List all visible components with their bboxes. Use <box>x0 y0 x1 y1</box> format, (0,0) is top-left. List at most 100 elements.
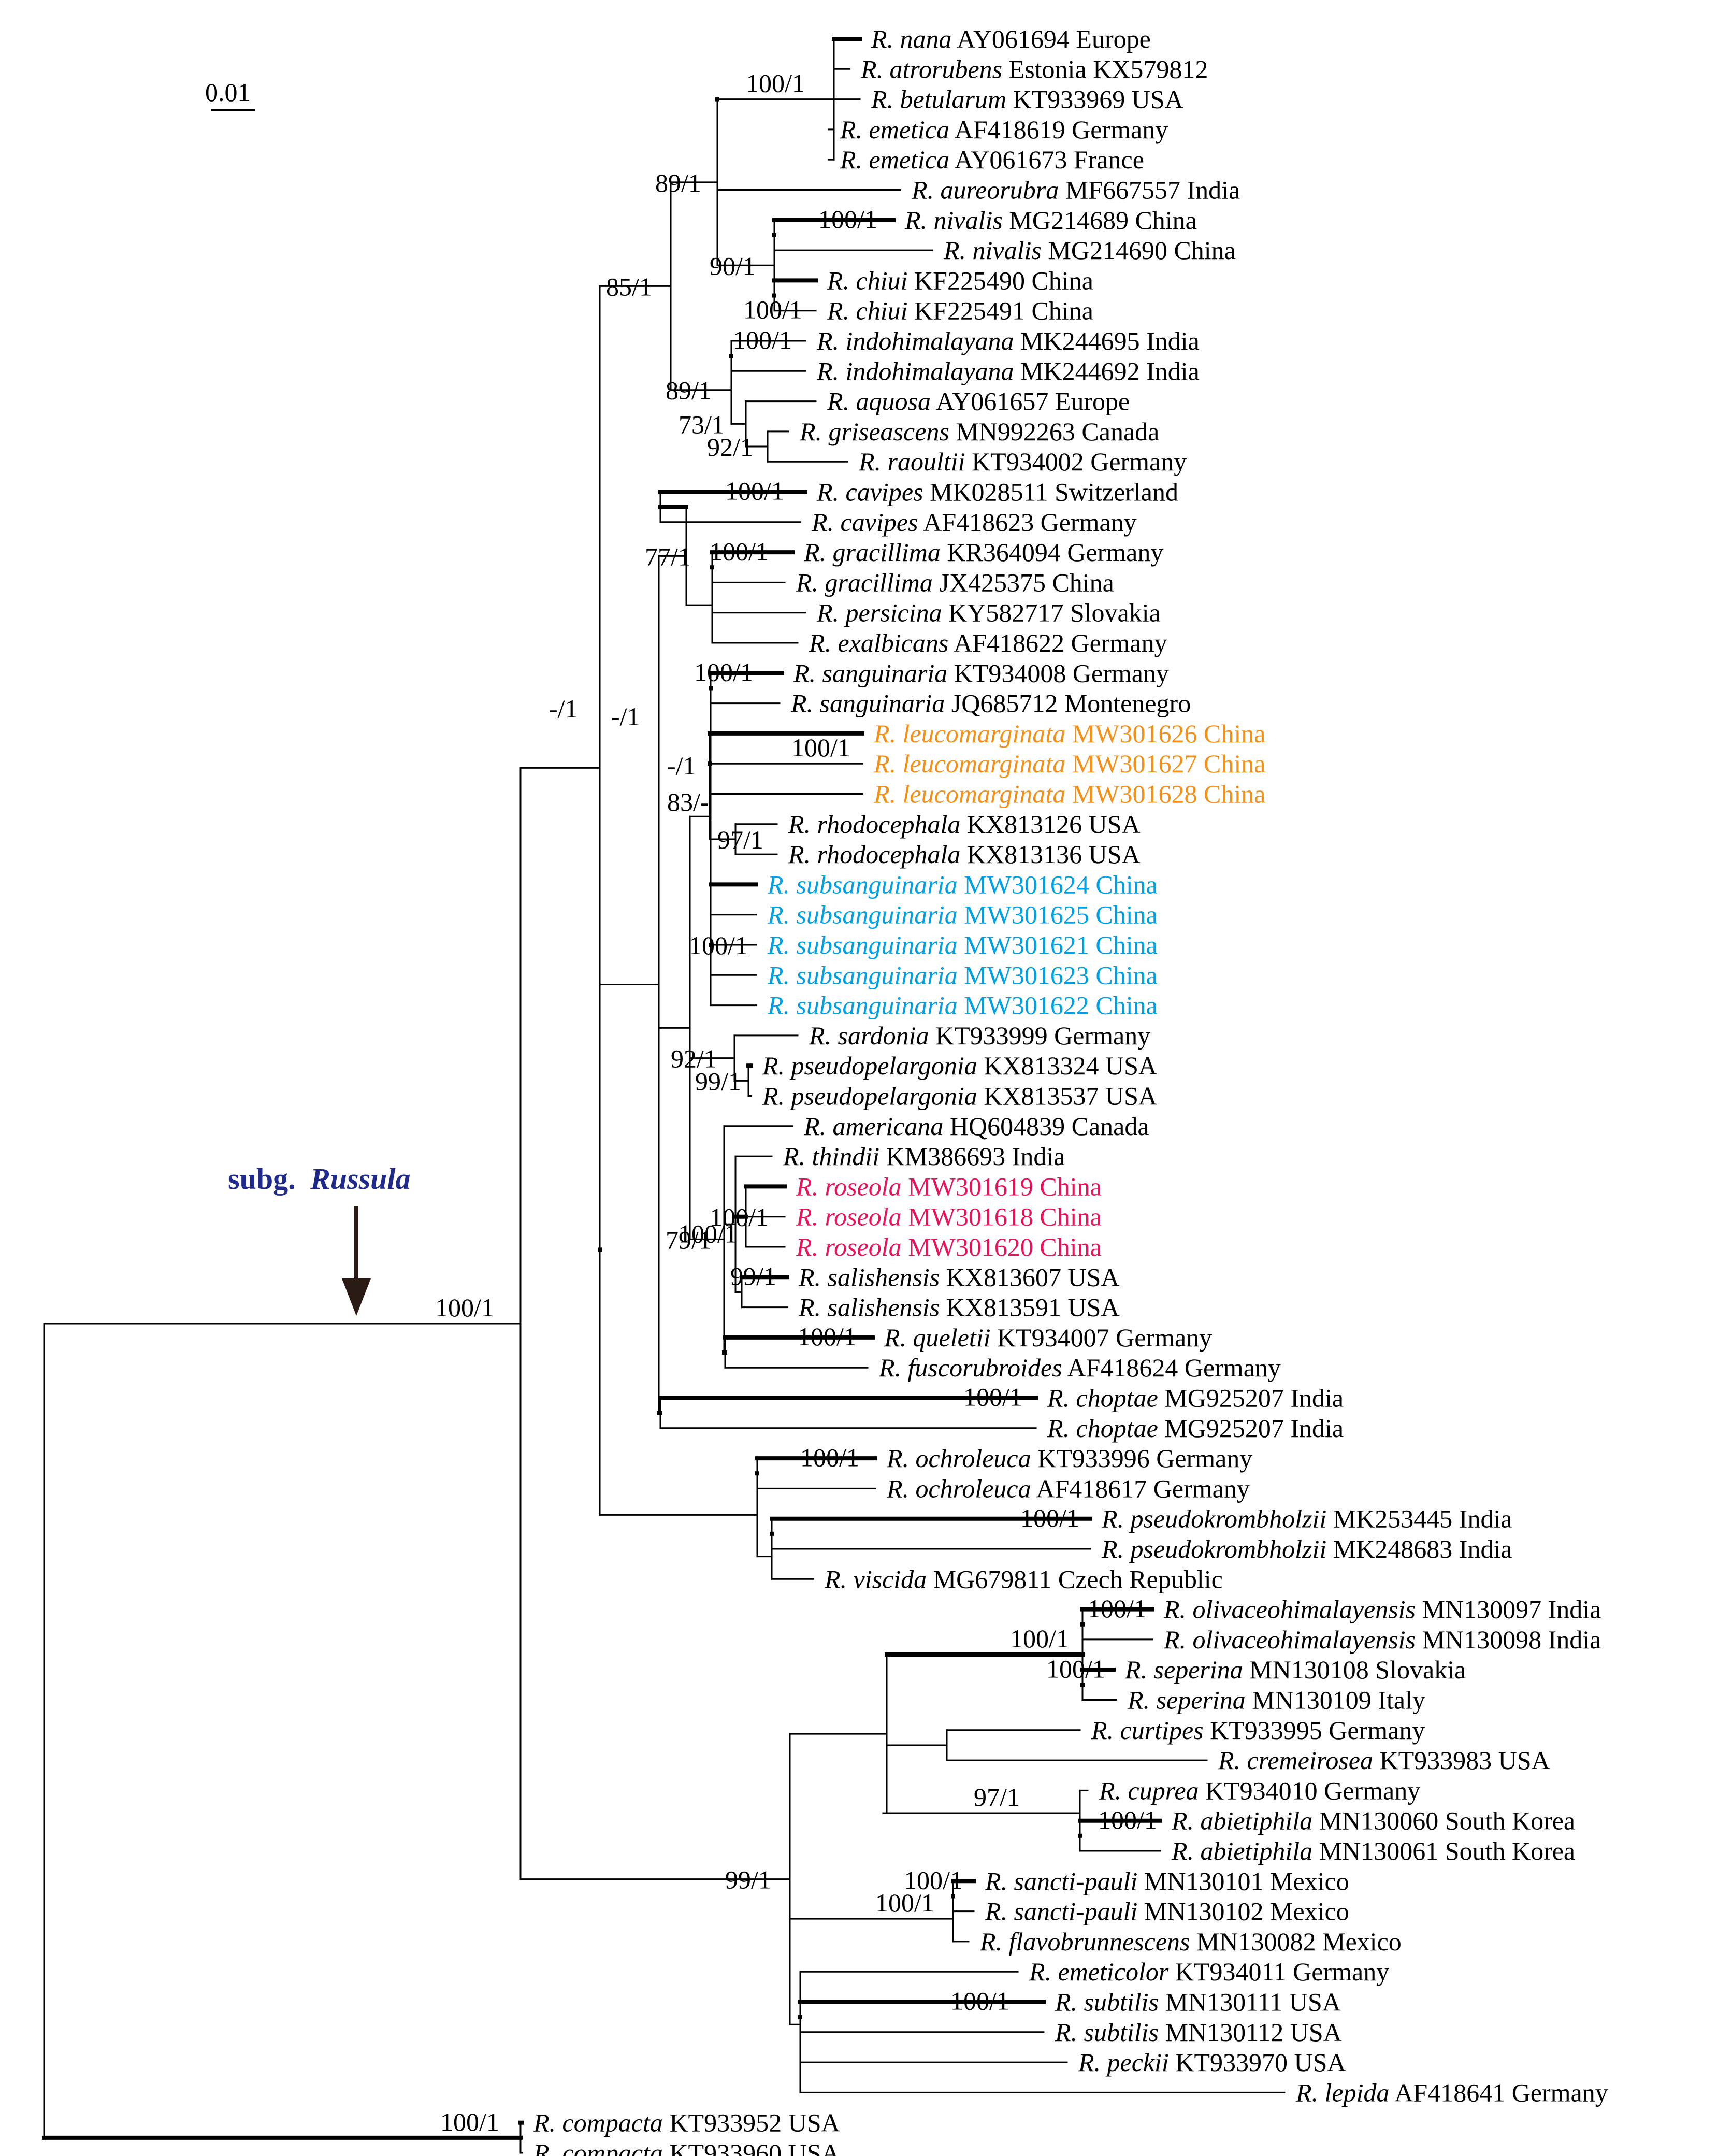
tip-genus: R. flavobrunnescens <box>979 1927 1190 1956</box>
tip-accession: AY061657 Europe <box>931 387 1130 416</box>
tip-genus: R. sancti-pauli <box>985 1866 1137 1895</box>
tip-accession: MN130102 Mexico <box>1137 1897 1349 1926</box>
tip-genus: R. pseudopelargonia <box>762 1082 977 1111</box>
tip-label: R. roseola MW301620 China <box>796 1232 1102 1261</box>
tip-genus: R. indohimalayana <box>816 356 1014 385</box>
tip-label: R. cavipes AF418623 Germany <box>811 508 1137 537</box>
tip-label: R. chiui KF225491 China <box>827 296 1093 325</box>
tip-label: R. gracillima KR364094 Germany <box>803 538 1163 567</box>
tip-accession: KX813607 USA <box>940 1262 1119 1291</box>
tip-genus: R. griseascens <box>799 417 949 446</box>
support-value: 100/1 <box>710 1203 769 1232</box>
tip-label: R. salishensis KX813607 USA <box>798 1262 1120 1291</box>
tip-genus: R. thindii <box>783 1142 879 1171</box>
tip-genus: R. cavipes <box>811 508 918 537</box>
tip-accession: MG214689 China <box>1003 206 1197 235</box>
tip-label: R. atrorubens Estonia KX579812 <box>860 54 1208 83</box>
tip-accession: MF667557 India <box>1059 176 1240 205</box>
tip-genus: R. subtilis <box>1055 1988 1159 2017</box>
tip-label: R. seperina MN130108 Slovakia <box>1124 1655 1466 1684</box>
tip-label: R. indohimalayana MK244695 India <box>816 326 1200 355</box>
tip-genus: R. roseola <box>796 1172 902 1201</box>
support-value: -/1 <box>549 694 578 723</box>
tip-genus: R. abietiphila <box>1171 1806 1312 1835</box>
tip-genus: R. emetica <box>840 115 949 144</box>
tip-accession: MN992263 Canada <box>949 417 1160 446</box>
tip-accession: MN130101 Mexico <box>1137 1866 1349 1895</box>
tip-accession: KT933960 USA <box>663 2138 840 2156</box>
tip-accession: MK253445 India <box>1326 1504 1512 1533</box>
tip-label: R. leucomarginata MW301627 China <box>873 749 1265 778</box>
tip-genus: R. cremeirosea <box>1218 1746 1373 1775</box>
tip-accession: JX425375 China <box>933 568 1114 597</box>
tip-label: R. cremeirosea KT933983 USA <box>1218 1746 1550 1775</box>
tip-label: R. pseudokrombholzii MK253445 India <box>1101 1504 1512 1533</box>
tip-accession: KX813324 USA <box>977 1051 1157 1080</box>
tip-label: R. sanguinaria JQ685712 Montenegro <box>790 689 1191 718</box>
tip-accession: AF418619 Germany <box>949 115 1168 144</box>
tip-accession: MN130082 Mexico <box>1190 1927 1401 1956</box>
tip-genus: R. betularum <box>871 85 1006 114</box>
tip-accession: KM386693 India <box>879 1142 1065 1171</box>
tip-accession: MG679811 Czech Republic <box>927 1564 1223 1593</box>
tip-genus: R. seperina <box>1124 1655 1243 1684</box>
support-value: 90/1 <box>710 251 756 280</box>
tip-genus: R. sanguinaria <box>793 658 947 687</box>
tip-genus: R. exalbicans <box>809 628 948 657</box>
tip-accession: MN130097 India <box>1416 1595 1601 1624</box>
support-values: 100/189/185/1100/190/1100/1100/189/173/1… <box>435 69 1157 2136</box>
tip-accession: MN130061 South Korea <box>1312 1836 1575 1865</box>
support-value: 100/1 <box>800 1443 859 1472</box>
support-value: 79/1 <box>666 1225 712 1254</box>
tip-accession: AF418641 Germany <box>1390 2078 1608 2107</box>
support-value: 92/1 <box>671 1044 717 1073</box>
support-value: 100/1 <box>679 1219 738 1248</box>
tip-accession: KF225491 China <box>908 296 1093 325</box>
tip-accession: MK244692 India <box>1014 356 1200 385</box>
tip-accession: KT934010 Germany <box>1199 1776 1421 1805</box>
tip-genus: R. olivaceohimalayensis <box>1163 1625 1416 1654</box>
tip-genus: R. choptae <box>1047 1384 1164 1413</box>
support-value: 100/1 <box>798 1322 857 1351</box>
support-value: 100/1 <box>1010 1624 1069 1653</box>
support-value: 100/1 <box>791 733 850 762</box>
tip-genus: R. salishensis <box>798 1293 940 1322</box>
support-value: 100/1 <box>710 537 769 566</box>
tip-label: R. abietiphila MN130060 South Korea <box>1171 1806 1575 1835</box>
tip-genus: R. leucomarginata <box>873 780 1065 809</box>
tip-label: R. griseascens MN992263 Canada <box>799 417 1159 446</box>
tip-accession: KT934007 Germany <box>991 1323 1213 1352</box>
tip-genus: R. leucomarginata <box>873 749 1065 778</box>
down-arrow-icon <box>342 1278 371 1316</box>
tip-accession: KT933995 Germany <box>1204 1716 1425 1745</box>
support-value: 100/1 <box>1020 1503 1079 1532</box>
tip-genus: R. sancti-pauli <box>985 1897 1137 1926</box>
tip-accession: KT934008 Germany <box>947 658 1169 687</box>
tip-accession: MW301621 China <box>958 930 1158 959</box>
support-value: 100/1 <box>435 1293 494 1322</box>
tip-label: R. sanguinaria KT934008 Germany <box>793 658 1169 687</box>
tip-accession: AY061673 France <box>949 145 1144 174</box>
tip-label: R. aquosa AY061657 Europe <box>827 387 1130 416</box>
support-value: 89/1 <box>666 376 712 405</box>
tip-genus: R. subsanguinaria <box>767 900 958 929</box>
tip-genus: R. queletii <box>884 1323 991 1352</box>
tip-label: R. emetica AF418619 Germany <box>840 115 1168 144</box>
tip-genus: R. gracillima <box>803 538 941 567</box>
tip-genus: R. subsanguinaria <box>767 991 958 1020</box>
tip-accession: MK028511 Switzerland <box>923 478 1178 507</box>
tip-genus: R. indohimalayana <box>816 326 1014 355</box>
tip-genus: R. subsanguinaria <box>767 960 958 989</box>
tip-accession: KT934002 Germany <box>965 447 1187 476</box>
tip-accession: KR364094 Germany <box>941 538 1164 567</box>
tip-genus: R. peckii <box>1078 2048 1169 2077</box>
tip-accession: MW301624 China <box>958 870 1158 899</box>
subgenus-annotation: subg. Russula <box>228 1162 411 1316</box>
tip-label: R. aureorubra MF667557 India <box>911 176 1240 205</box>
tip-label: R. rhodocephala KX813136 USA <box>788 840 1141 869</box>
tip-label: R. olivaceohimalayensis MN130098 India <box>1163 1625 1601 1654</box>
tip-label: R. roseola MW301619 China <box>796 1172 1102 1201</box>
